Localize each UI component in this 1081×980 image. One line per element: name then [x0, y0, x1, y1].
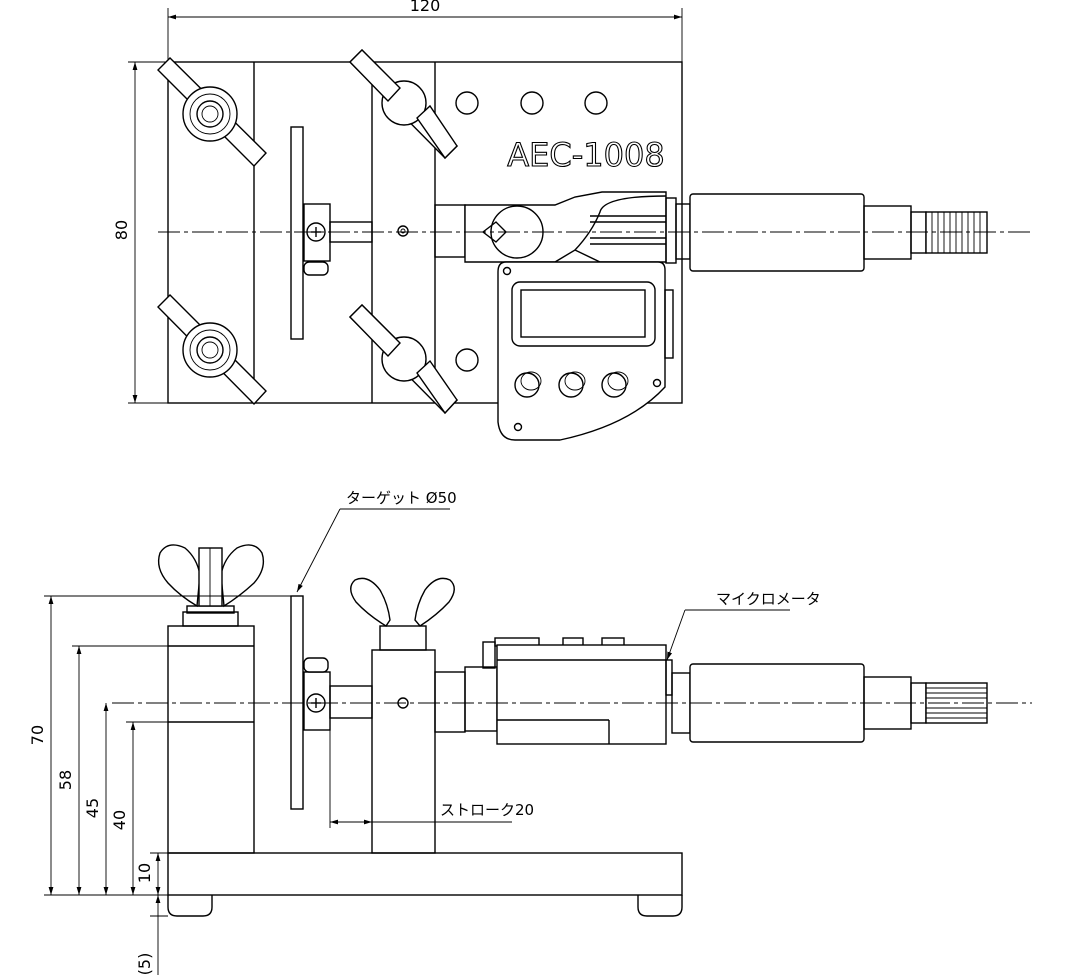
- micrometer-leader: マイクロメータ: [666, 590, 821, 661]
- hole: [455, 348, 479, 372]
- wing-bolt-bottom-middle: [349, 304, 458, 415]
- micrometer-label: マイクロメータ: [716, 590, 821, 608]
- wing-nut-middle: [350, 577, 455, 627]
- digital-display-unit: [497, 261, 674, 441]
- top-view: 120 80: [112, 0, 1032, 441]
- dim-axis: 45: [83, 798, 102, 818]
- micrometer-top: [434, 191, 988, 272]
- wing-bolt-top-left: [157, 57, 267, 168]
- wing-bolt-top-middle: [349, 49, 458, 160]
- model-label: AEC-1008: [507, 136, 664, 174]
- foot-left: [167, 895, 213, 917]
- vertical-dimensions: 70 58 45 40 10 (5): [28, 595, 291, 976]
- dim-base: 10: [135, 863, 154, 883]
- dim-foot: (5): [135, 953, 154, 976]
- dim-top-block: 58: [56, 770, 75, 790]
- width-dimension: 120: [167, 0, 683, 62]
- hole: [455, 91, 479, 115]
- hole: [520, 91, 544, 115]
- height-dim-label: 80: [112, 220, 131, 240]
- base-plate: [167, 61, 683, 404]
- middle-block: [371, 649, 436, 854]
- dim-lower: 40: [110, 810, 129, 830]
- height-dimension: 80: [112, 61, 168, 404]
- side-view: ターゲット Ø50 マイクロメータ ストローク20: [28, 489, 1032, 975]
- wing-nut-left: [157, 544, 265, 608]
- foot-right: [637, 895, 683, 917]
- target-plate-top: [290, 126, 304, 340]
- stroke-label: ストローク20: [440, 801, 534, 819]
- lcd-screen: [511, 281, 656, 347]
- width-dim-label: 120: [410, 0, 441, 15]
- micrometer-side: [434, 637, 988, 745]
- wing-bolt-bottom-left: [157, 294, 267, 406]
- dim-overall: 70: [28, 725, 47, 745]
- left-block: [167, 625, 255, 854]
- hole: [584, 91, 608, 115]
- target-leader: ターゲット Ø50: [296, 489, 457, 593]
- base-side: [167, 852, 683, 896]
- stroke-dimension: ストローク20: [329, 730, 534, 828]
- target-plate-side: [290, 595, 304, 810]
- target-label: ターゲット Ø50: [346, 489, 457, 507]
